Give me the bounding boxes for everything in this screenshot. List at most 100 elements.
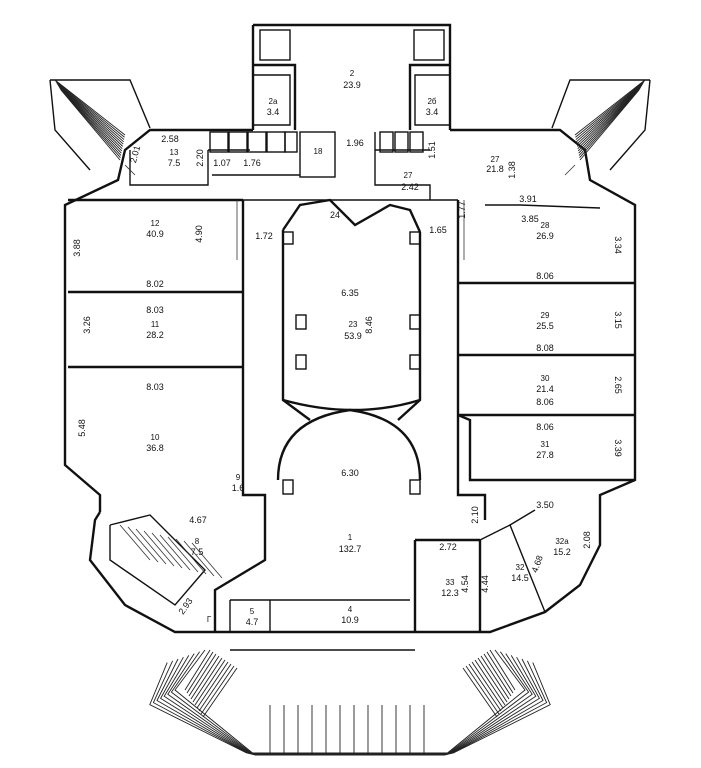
svg-text:13: 13 <box>170 148 179 157</box>
svg-text:2а: 2а <box>269 97 278 106</box>
dim-3-50: 3.50 <box>536 500 554 510</box>
svg-text:25.5: 25.5 <box>536 321 554 331</box>
svg-text:4.7: 4.7 <box>246 617 259 627</box>
dim-3-91: 3.91 <box>519 194 537 204</box>
dim-1-38: 1.38 <box>507 161 517 179</box>
svg-text:18: 18 <box>314 147 323 156</box>
svg-text:14.5: 14.5 <box>511 573 529 583</box>
dim-8-06-a: 8.06 <box>536 271 554 281</box>
svg-text:32а: 32а <box>555 537 569 546</box>
dim-1-72: 1.72 <box>255 231 273 241</box>
svg-text:24: 24 <box>330 210 340 220</box>
svg-text:12: 12 <box>151 219 160 228</box>
dim-4-67: 4.67 <box>189 515 207 525</box>
dim-6-35: 6.35 <box>341 288 359 298</box>
dim-3-26: 3.26 <box>82 316 92 334</box>
svg-text:21.8: 21.8 <box>486 164 504 174</box>
dim-3-39: 3.39 <box>613 439 623 457</box>
svg-text:2: 2 <box>350 69 355 78</box>
svg-text:7.5: 7.5 <box>191 547 204 557</box>
svg-text:28: 28 <box>541 221 550 230</box>
svg-text:12.3: 12.3 <box>441 588 459 598</box>
dim-8-46: 8.46 <box>364 316 374 334</box>
dim-2-08: 2.08 <box>582 531 592 549</box>
svg-text:28.2: 28.2 <box>146 330 164 340</box>
room-5-label: 54.7 <box>246 607 259 627</box>
svg-text:31: 31 <box>541 440 550 449</box>
svg-text:23: 23 <box>349 320 358 329</box>
svg-text:32: 32 <box>516 563 525 572</box>
svg-text:33: 33 <box>446 578 455 587</box>
dim-8-03-a: 8.03 <box>146 305 164 315</box>
svg-text:29: 29 <box>541 311 550 320</box>
svg-text:27.8: 27.8 <box>536 450 554 460</box>
dim-2-72: 2.72 <box>439 542 457 552</box>
svg-text:21.4: 21.4 <box>536 384 554 394</box>
dim-1-77: 1.77 <box>457 201 467 219</box>
svg-text:1.6: 1.6 <box>232 483 245 493</box>
dim-2-65: 2.65 <box>613 376 623 394</box>
svg-text:23.9: 23.9 <box>343 80 361 90</box>
dim-3-88: 3.88 <box>72 239 82 257</box>
room-24-label: 24 <box>330 210 340 220</box>
hall-octagon <box>276 198 422 495</box>
svg-text:27: 27 <box>491 155 500 164</box>
dim-4-54: 4.54 <box>460 575 470 593</box>
svg-text:132.7: 132.7 <box>339 544 362 554</box>
svg-text:3.4: 3.4 <box>426 107 439 117</box>
svg-text:53.9: 53.9 <box>344 331 362 341</box>
dim-8-06-b: 8.06 <box>536 397 554 407</box>
dim-2-42: 2.42 <box>401 182 419 192</box>
room-23-label: 23 53.9 <box>344 320 362 341</box>
svg-text:2б: 2б <box>427 97 436 106</box>
svg-text:40.9: 40.9 <box>146 229 164 239</box>
dim-1-76: 1.76 <box>243 158 261 168</box>
dim-1-07: 1.07 <box>213 158 231 168</box>
room-27b-label: 27 <box>404 171 413 180</box>
room-2-label: 223.9 <box>343 69 361 90</box>
dim-2-58: 2.58 <box>161 134 179 144</box>
dim-3-34: 3.34 <box>613 236 623 254</box>
dim-3-85: 3.85 <box>521 214 539 224</box>
dim-8-02: 8.02 <box>146 279 164 289</box>
dim-2-10: 2.10 <box>470 506 480 524</box>
dim-8-03-b: 8.03 <box>146 382 164 392</box>
svg-text:27: 27 <box>404 171 413 180</box>
svg-text:8: 8 <box>195 537 200 546</box>
dim-4-68: 4.68 <box>529 554 544 574</box>
dim-5-48: 5.48 <box>77 419 87 437</box>
svg-text:5: 5 <box>250 607 255 616</box>
room-9-label: 91.6 <box>232 473 245 493</box>
svg-text:10.9: 10.9 <box>341 615 359 625</box>
room-4-label: 410.9 <box>341 605 359 625</box>
dim-3-15: 3.15 <box>613 311 623 329</box>
dim-2-20: 2.20 <box>195 149 205 167</box>
dim-1-65: 1.65 <box>429 225 447 235</box>
svg-text:7.5: 7.5 <box>168 158 181 168</box>
dim-4-90: 4.90 <box>194 225 204 243</box>
terrace-steps <box>49 79 651 756</box>
interior-staircase <box>109 514 223 606</box>
dim-4-44: 4.44 <box>480 575 490 593</box>
svg-text:30: 30 <box>541 374 550 383</box>
room-13-label: 137.5 <box>168 148 181 168</box>
dim-1-51: 1.51 <box>427 141 437 159</box>
svg-text:11: 11 <box>151 320 160 329</box>
room-2a-label: 2а3.4 <box>267 97 280 117</box>
dim-6-30: 6.30 <box>341 468 359 478</box>
svg-text:15.2: 15.2 <box>553 547 571 557</box>
